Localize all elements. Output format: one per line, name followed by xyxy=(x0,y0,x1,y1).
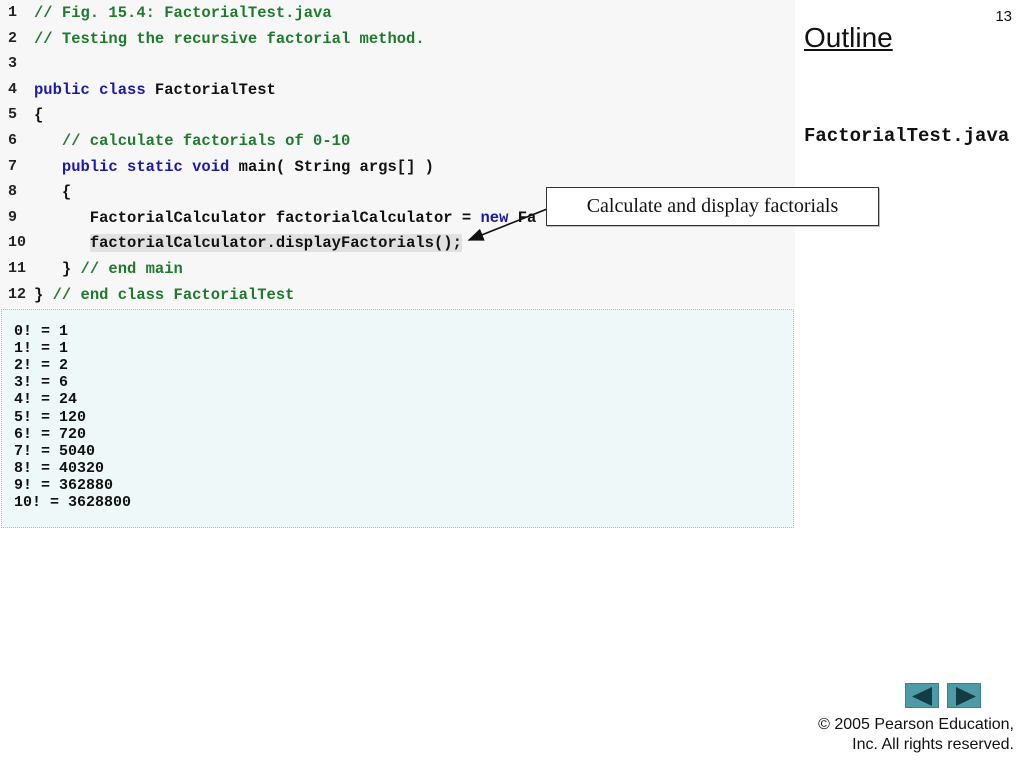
previous-slide-button[interactable] xyxy=(905,683,939,708)
line-number: 7 xyxy=(8,157,18,175)
code-token: { xyxy=(34,183,72,202)
code-text: // calculate factorials of 0-10 xyxy=(34,128,350,154)
outline-title[interactable]: Outline xyxy=(804,22,893,53)
code-text: { xyxy=(34,102,43,128)
output-line: 0! = 1 xyxy=(14,323,69,340)
triangle-right-icon xyxy=(956,687,976,706)
output-line: 7! = 5040 xyxy=(14,442,96,460)
line-number: 2 xyxy=(8,29,18,47)
code-token: { xyxy=(34,106,44,125)
code-token xyxy=(34,234,90,252)
line-number: 1 xyxy=(8,4,18,21)
code-text: } // end main xyxy=(34,256,183,282)
code-text: factorialCalculator.displayFactorials(); xyxy=(34,230,462,256)
copyright-notice: © 2005 Pearson Education, Inc. All right… xyxy=(818,715,1014,755)
line-number: 4 xyxy=(8,80,18,98)
code-text: public static void main( String args[] ) xyxy=(34,154,434,180)
code-token: public class xyxy=(34,80,155,99)
output-line: 9! = 362880 xyxy=(14,476,114,494)
code-text: public class FactorialTest xyxy=(34,77,276,103)
file-label: FactorialTest.java xyxy=(804,125,1010,147)
code-text: } // end class FactorialTest xyxy=(34,282,294,308)
code-listing: 1 // Fig. 15.4: FactorialTest.java 2 // Tes… xyxy=(0,0,795,308)
code-token: // Testing the recursive factorial metho… xyxy=(34,29,425,48)
copyright-line-2: Inc. All rights reserved. xyxy=(852,736,1014,753)
output-line: 6! = 720 xyxy=(14,425,87,443)
callout-box: Calculate and display factorials xyxy=(546,187,879,226)
line-number: 11 xyxy=(8,260,27,277)
code-token: // end main xyxy=(80,260,183,278)
output-line: 4! = 24 xyxy=(14,391,78,409)
code-text: // Fig. 15.4: FactorialTest.java xyxy=(34,0,332,26)
code-token: // Fig. 15.4: FactorialTest.java xyxy=(34,4,332,22)
code-token: } xyxy=(34,260,81,278)
triangle-left-icon xyxy=(912,687,932,706)
code-token: factorialCalculator.displayFactorials(); xyxy=(89,234,462,253)
code-token: } xyxy=(34,285,53,304)
slide-number: 13 xyxy=(995,8,1012,25)
output-line: 3! = 6 xyxy=(14,374,69,392)
output-line: 10! = 3628800 xyxy=(14,494,132,511)
copyright-line-1: © 2005 Pearson Education, xyxy=(818,716,1014,733)
next-slide-button[interactable] xyxy=(947,683,981,708)
code-token: FactorialCalculator factorialCalculator … xyxy=(34,208,481,227)
line-number: 3 xyxy=(8,55,18,73)
code-text: // Testing the recursive factorial metho… xyxy=(34,26,425,52)
code-text: { xyxy=(34,179,71,205)
code-token: main( String args[] ) xyxy=(238,157,434,176)
code-token: // calculate factorials of 0-10 xyxy=(34,132,351,150)
line-number: 12 xyxy=(8,285,27,303)
output-line: 8! = 40320 xyxy=(14,459,105,477)
code-token: FactorialTest xyxy=(154,80,276,99)
output-line: 5! = 120 xyxy=(14,408,87,426)
line-number: 10 xyxy=(8,234,27,252)
line-number: 5 xyxy=(8,106,18,124)
code-token: // end class FactorialTest xyxy=(52,285,295,304)
code-token: Fa xyxy=(517,208,537,227)
code-token: new xyxy=(480,208,518,227)
line-number: 6 xyxy=(8,132,18,149)
code-token: public static void xyxy=(34,157,239,176)
output-line: 2! = 2 xyxy=(14,357,69,375)
output-line: 1! = 1 xyxy=(14,340,69,358)
line-number: 9 xyxy=(8,208,18,226)
line-number: 8 xyxy=(8,183,18,201)
code-text: FactorialCalculator factorialCalculator … xyxy=(34,205,537,231)
